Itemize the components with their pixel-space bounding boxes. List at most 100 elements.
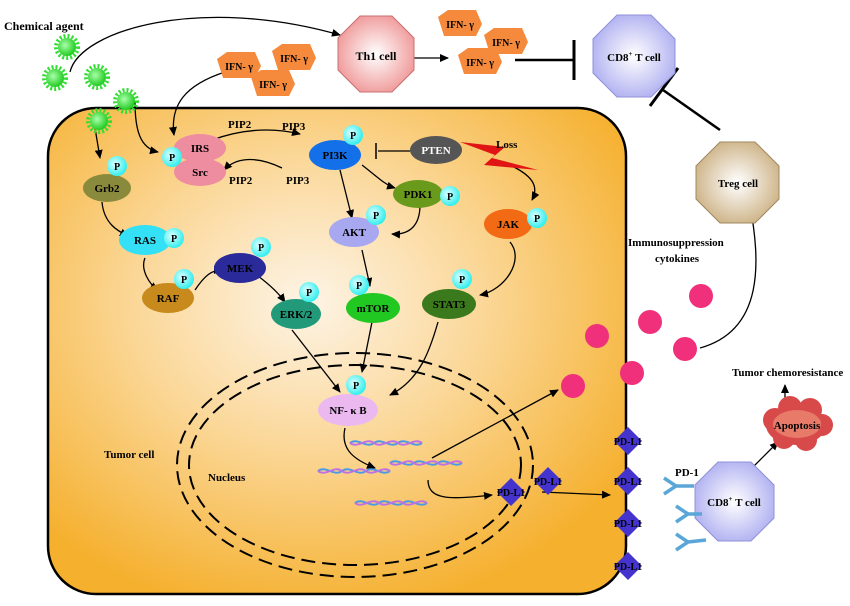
cytokine-dot bbox=[585, 324, 609, 348]
chemical-particle-4 bbox=[113, 88, 139, 114]
arrow-jak-to-stat3 bbox=[479, 241, 516, 298]
pdl1-molecule: PD-L1 bbox=[614, 509, 642, 537]
chemical-agent-particles bbox=[42, 34, 139, 134]
ifn-gamma-molecules: IFN- γ IFN- γ IFN- γ IFN- γ IFN- γ IFN- … bbox=[217, 10, 528, 96]
ifn-top-right-1: IFN- γ bbox=[438, 10, 482, 36]
phosphate-badge: P bbox=[343, 125, 363, 145]
loss-label: Loss bbox=[496, 139, 518, 151]
tumor-cell-label: Tumor cell bbox=[104, 449, 154, 461]
svg-text:P: P bbox=[447, 192, 453, 203]
dna-strand-3 bbox=[389, 460, 463, 466]
arrow-pdk1-to-akt bbox=[391, 204, 421, 239]
th1-cell: Th1 cell bbox=[337, 15, 415, 93]
chemical-particle-1 bbox=[42, 65, 68, 91]
cd8-t-cell-bottom: CD8+ T cell bbox=[694, 461, 775, 542]
arrow-pdl1-to-membrane bbox=[541, 490, 611, 499]
arrow-mtor-to-nfkb bbox=[359, 321, 373, 373]
svg-text:P: P bbox=[258, 243, 264, 254]
cd8-t-cell-top: CD8+ T cell bbox=[592, 14, 676, 98]
svg-text:PD-L1: PD-L1 bbox=[534, 477, 562, 488]
phosphate-badge: P bbox=[346, 375, 366, 395]
svg-text:P: P bbox=[114, 162, 120, 173]
grb2-node: Grb2 bbox=[83, 174, 131, 202]
svg-text:IRS: IRS bbox=[191, 143, 209, 155]
arrow-pip2-pip3-top bbox=[211, 128, 301, 141]
dna-strand-2 bbox=[317, 468, 391, 474]
phosphate-badge: P bbox=[162, 147, 182, 167]
pip2-label-top: PIP2 bbox=[228, 119, 252, 131]
mek-node: MEK bbox=[214, 253, 266, 283]
chemical-particle-2 bbox=[54, 34, 80, 60]
loss-lightning-icon bbox=[460, 142, 538, 170]
arrow-akt-to-mtor bbox=[361, 249, 373, 287]
th1-cell-label: Th1 cell bbox=[356, 49, 398, 63]
chemical-agent-label: Chemical agent bbox=[4, 19, 84, 33]
phosphate-badge: P bbox=[164, 228, 184, 248]
immunosuppression-label-line1: Immunosuppression bbox=[628, 237, 724, 249]
pdl1-molecules: PD-L1 PD-L1 PD-L1 PD-L1 PD-L1 PD-L1 bbox=[497, 427, 642, 580]
nfkb-node: NF- κ B bbox=[318, 394, 378, 426]
svg-text:P: P bbox=[353, 381, 359, 392]
phosphate-badge: P bbox=[349, 275, 369, 295]
phosphate-badge: P bbox=[251, 237, 271, 257]
pdl1-molecule: PD-L1 bbox=[614, 552, 642, 580]
svg-text:JAK: JAK bbox=[497, 219, 519, 231]
svg-text:IFN- γ: IFN- γ bbox=[492, 38, 520, 49]
pdl1-molecule: PD-L1 bbox=[534, 467, 562, 495]
cytokine-dot bbox=[638, 310, 662, 334]
svg-text:IFN- γ: IFN- γ bbox=[446, 20, 474, 31]
arrow-dna-to-cytokines bbox=[431, 389, 559, 459]
svg-text:P: P bbox=[534, 214, 540, 225]
treg-cell-label: Treg cell bbox=[718, 178, 758, 190]
src-node: Src bbox=[174, 158, 226, 186]
cytokine-dot bbox=[689, 284, 713, 308]
pd1-receptors bbox=[663, 476, 707, 552]
ifn-top-left-3: IFN- γ bbox=[251, 70, 295, 96]
svg-text:IFN- γ: IFN- γ bbox=[225, 62, 253, 73]
phosphate-badge: P bbox=[299, 282, 319, 302]
phosphate-badge: P bbox=[452, 269, 472, 289]
arrow-nfkb-to-dna bbox=[343, 427, 376, 469]
pdl1-molecule: PD-L1 bbox=[497, 478, 525, 506]
phosphate-badge: P bbox=[366, 205, 386, 225]
pdl1-molecule: PD-L1 bbox=[614, 427, 642, 455]
pip3-label-bottom: PIP3 bbox=[286, 175, 310, 187]
nucleus-label: Nucleus bbox=[208, 472, 246, 484]
svg-text:PD-L1: PD-L1 bbox=[614, 519, 642, 530]
svg-text:PDK1: PDK1 bbox=[404, 189, 433, 201]
phosphate-badges: P P P P P P P P P P P P P bbox=[107, 125, 547, 395]
svg-text:P: P bbox=[373, 211, 379, 222]
svg-text:RAF: RAF bbox=[157, 293, 180, 305]
ifn-top-left-1: IFN- γ bbox=[217, 52, 261, 78]
svg-text:NF- κ B: NF- κ B bbox=[329, 405, 367, 417]
jak-node: JAK bbox=[484, 209, 532, 239]
cytokine-dot bbox=[673, 337, 697, 361]
svg-text:P: P bbox=[306, 288, 312, 299]
dna-strand-4 bbox=[354, 500, 428, 506]
dna-strands bbox=[317, 440, 463, 506]
treg-cell: Treg cell bbox=[695, 141, 780, 224]
arrow-cytokines-to-treg bbox=[699, 204, 757, 349]
arrow-dna-to-pdl1 bbox=[427, 479, 493, 500]
cytokine-dot bbox=[620, 361, 644, 385]
svg-text:IFN- γ: IFN- γ bbox=[259, 80, 287, 91]
arrow-pi3k-to-akt bbox=[339, 169, 354, 219]
erk-node: ERK/2 bbox=[271, 299, 321, 329]
ifn-top-right-2: IFN- γ bbox=[484, 28, 528, 54]
svg-text:P: P bbox=[356, 281, 362, 292]
pten-node: PTEN bbox=[410, 136, 462, 164]
arrow-stat3-to-nfkb bbox=[389, 321, 439, 396]
arrow-agent-to-th1 bbox=[69, 16, 341, 73]
chemical-particle-3 bbox=[84, 64, 110, 90]
nucleus bbox=[176, 352, 534, 578]
arrow-cd8-to-apoptosis bbox=[751, 441, 779, 469]
apoptosis-cloud: Apoptosis bbox=[763, 396, 833, 451]
ifn-top-left-2: IFN- γ bbox=[272, 44, 316, 70]
svg-text:P: P bbox=[181, 275, 187, 286]
svg-text:P: P bbox=[171, 234, 177, 245]
svg-text:MEK: MEK bbox=[227, 263, 254, 275]
cytokine-dot bbox=[561, 374, 585, 398]
pip2-label-bottom: PIP2 bbox=[229, 175, 253, 187]
svg-text:P: P bbox=[169, 153, 175, 164]
phosphate-badge: P bbox=[527, 208, 547, 228]
